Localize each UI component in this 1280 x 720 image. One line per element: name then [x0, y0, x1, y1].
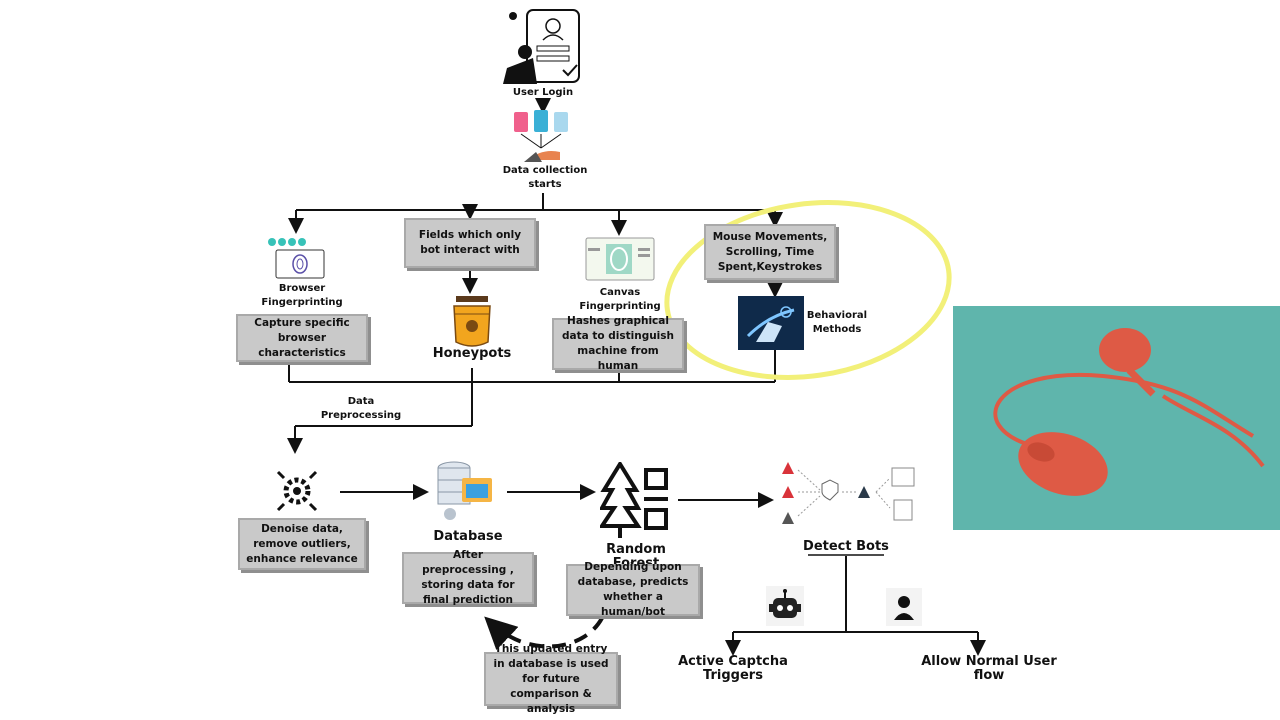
detect-bots-label: Detect Bots — [803, 539, 889, 554]
rf-desc: Depending upon database, predicts whethe… — [577, 561, 689, 618]
bot-detection-flow-icon — [782, 462, 915, 524]
preprocessing-gear-icon — [276, 470, 318, 512]
fingerprint-browser-icon — [268, 238, 325, 279]
user-login-illustration-icon — [503, 9, 580, 84]
robot-icon — [766, 586, 804, 626]
database-icon — [437, 461, 492, 520]
browser-fp-desc: Capture specific browser characteristics — [254, 316, 350, 359]
feedback-desc: This updated entry in database is used f… — [493, 642, 609, 715]
computer-mouse-icon — [953, 306, 1280, 530]
preprocessing-label: Data Preprocessing — [320, 396, 402, 421]
canvas-desc-box: Hashes graphical data to distinguish mac… — [552, 315, 684, 372]
browser-fp-label: Browser Fingerprinting — [261, 283, 343, 308]
fields-bot-text: Fields which only bot interact with — [418, 229, 522, 256]
mouse-photo — [953, 306, 1280, 530]
mouse-desc: Mouse Movements, Scrolling, Time Spent,K… — [712, 230, 828, 273]
behavioral-label: Behavioral Methods — [806, 310, 868, 335]
database-desc-box: After preprocessing , storing data for f… — [402, 549, 534, 606]
browser-fp-desc-box: Capture specific browser characteristics — [236, 314, 368, 362]
canvas-fp-label: Canvas Fingerprinting — [579, 287, 661, 312]
rf-desc-box: Depending upon database, predicts whethe… — [566, 561, 700, 618]
honey-jar-icon — [453, 296, 491, 347]
random-forest-icon — [600, 462, 668, 538]
feedback-box: This updated entry in database is used f… — [484, 643, 618, 715]
denoise-desc: Denoise data, remove outliers, enhance r… — [246, 522, 358, 565]
denoise-box: Denoise data, remove outliers, enhance r… — [238, 518, 366, 570]
honeypots-label: Honeypots — [432, 346, 512, 361]
user-login-label: User Login — [512, 87, 574, 98]
documents-hand-icon — [514, 110, 568, 162]
canvas-desc: Hashes graphical data to distinguish mac… — [561, 315, 675, 372]
database-label: Database — [433, 529, 503, 544]
allow-flow-label: Allow Normal User flow — [921, 654, 1057, 683]
person-icon — [886, 588, 922, 626]
highlight-ellipse — [664, 200, 952, 380]
database-desc: After preprocessing , storing data for f… — [421, 549, 515, 606]
data-collection-label: Data collection starts — [502, 165, 588, 190]
hand-tech-icon — [738, 296, 804, 350]
fields-bot-box: Fields which only bot interact with — [404, 218, 536, 268]
mouse-desc-box: Mouse Movements, Scrolling, Time Spent,K… — [704, 224, 836, 280]
canvas-fingerprint-icon — [585, 237, 655, 281]
captcha-label: Active Captcha Triggers — [678, 654, 788, 683]
